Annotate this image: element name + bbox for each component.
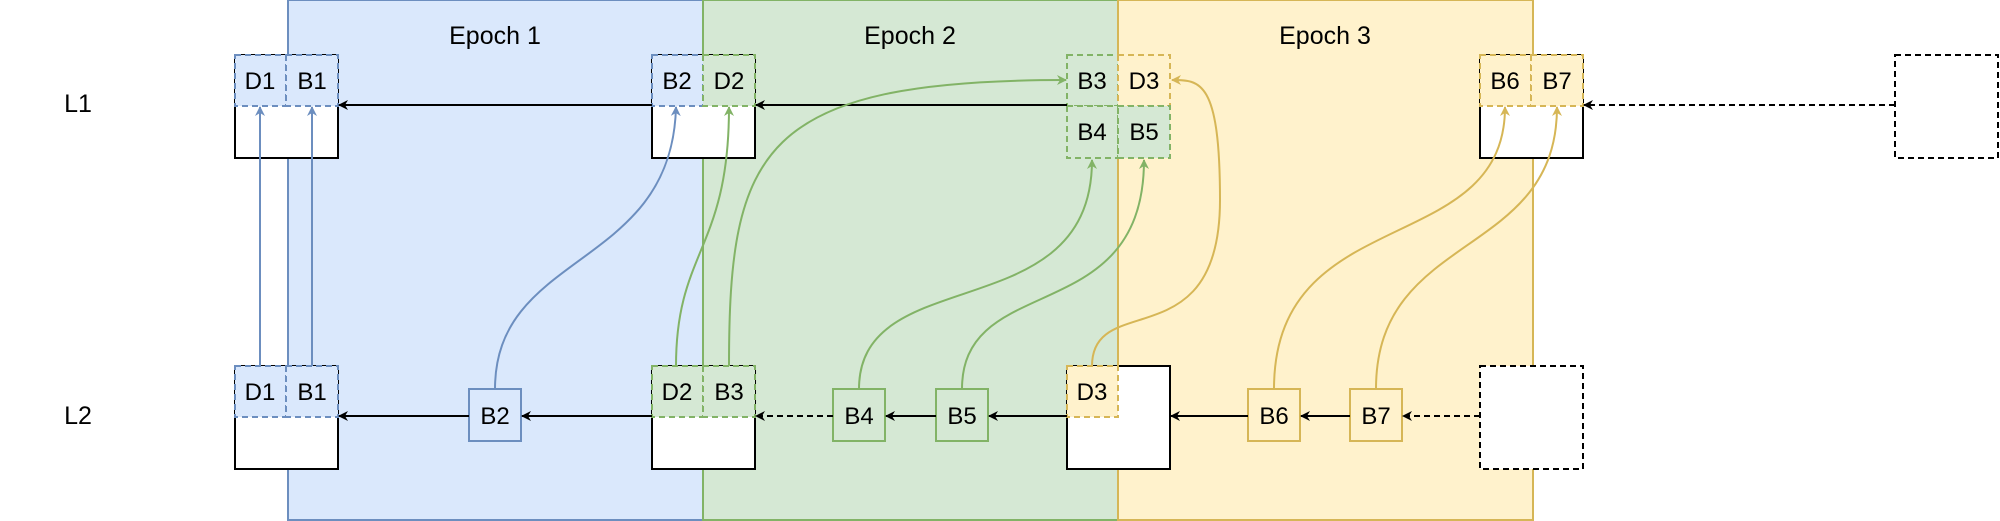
l2-block-b5-label: B5 <box>947 403 976 430</box>
l1-block-d3-label: D3 <box>1129 68 1160 95</box>
l2-block-b7-label: B7 <box>1361 403 1390 430</box>
epoch-2-region <box>702 0 1119 521</box>
l2-block-d2-label: D2 <box>662 379 693 406</box>
layer-l1-label: L1 <box>64 90 92 118</box>
l1-block-b5-label: B5 <box>1129 119 1158 146</box>
l1-block-b1 <box>285 54 339 107</box>
l2-block-d2 <box>651 365 704 418</box>
l2-pending-node <box>1479 365 1584 470</box>
l1-block-b3 <box>1066 54 1119 107</box>
l2-block-b1-label: B1 <box>297 379 326 406</box>
l2-block-d1-label: D1 <box>245 379 276 406</box>
blue-arrow-b2 <box>494 106 681 390</box>
green-arrow-d2 <box>675 106 734 367</box>
green-arrow-b5 <box>961 159 1149 390</box>
yellow-arrow-b7 <box>1375 106 1562 390</box>
l1-block-d3 <box>1117 54 1171 107</box>
l1-block-b7 <box>1530 54 1584 107</box>
l1-block-b6-label: B6 <box>1490 68 1519 95</box>
yellow-arrow-b6 <box>1273 106 1510 390</box>
l2-block-b3-label: B3 <box>714 379 743 406</box>
epoch-1-label: Epoch 1 <box>449 22 541 50</box>
l2-block-b6-label: B6 <box>1259 403 1288 430</box>
yellow-arrow-d3 <box>1091 75 1222 367</box>
l1-block-b1-label: B1 <box>297 68 326 95</box>
l1-block-d1-label: D1 <box>245 68 276 95</box>
epoch-2-label: Epoch 2 <box>864 22 956 50</box>
l1-block-b6 <box>1479 54 1532 107</box>
l1-block-b2 <box>651 54 704 107</box>
l1-block-b2-label: B2 <box>662 68 691 95</box>
l1-block-b5 <box>1117 105 1171 159</box>
l1-block-b4-label: B4 <box>1077 119 1106 146</box>
l1-pending-node <box>1894 54 1999 159</box>
l1-block-d2-label: D2 <box>714 68 745 95</box>
green-arrow-b3 <box>728 75 1067 367</box>
l1-block-b7-label: B7 <box>1542 68 1571 95</box>
l1-block-d1 <box>234 54 287 107</box>
epoch-3-region <box>1117 0 1534 521</box>
l1-block-b4 <box>1066 105 1119 159</box>
layer-l2-label: L2 <box>64 402 92 430</box>
l1-block-b3-label: B3 <box>1077 68 1106 95</box>
l2-block-b4-label: B4 <box>844 403 873 430</box>
l2-block-d3-label: D3 <box>1077 379 1108 406</box>
l1-block-d2 <box>702 54 756 107</box>
epoch-3-label: Epoch 3 <box>1279 22 1371 50</box>
green-arrow-b4 <box>858 159 1097 390</box>
l2-block-b2 <box>468 388 522 442</box>
l2-block-b2-label: B2 <box>480 403 509 430</box>
